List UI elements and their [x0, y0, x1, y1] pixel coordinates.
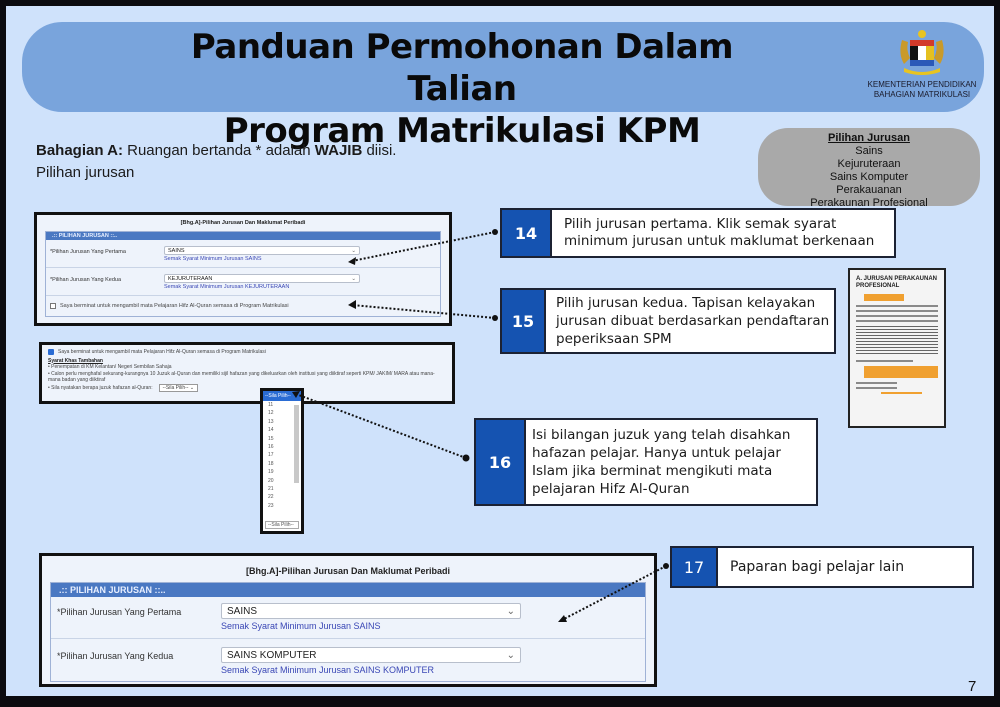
intro-subtitle: Pilihan jurusan: [36, 164, 135, 181]
first-choice-requirements-link[interactable]: Semak Syarat Minimum Jurusan SAINS: [164, 256, 262, 262]
dropdown-option[interactable]: 20: [268, 477, 274, 484]
intro-text: Bahagian A: Ruangan bertanda * adalah WA…: [36, 140, 396, 184]
juzuk-row: • Sila nyatakan berapa juzuk hafazan al-…: [48, 383, 446, 392]
callout-text: Isi bilangan juzuk yang telah disahkan h…: [532, 427, 791, 497]
slide-page: Panduan Permohonan Dalam Talian Program …: [6, 6, 994, 696]
form-heading: [Bhg.A]-Pilihan Jurusan Dan Maklumat Per…: [245, 566, 451, 576]
dropdown-option[interactable]: 16: [268, 443, 274, 450]
hifz-checkbox-row: Saya berminat untuk mengambil mata Pelaj…: [46, 296, 440, 316]
callout-text: Paparan bagi pelajar lain: [730, 559, 905, 575]
callout-number: 14: [502, 210, 552, 256]
ministry-label: KEMENTERIAN PENDIDIKAN BAHAGIAN MATRIKUL…: [867, 80, 977, 99]
second-choice-label: *Pilihan Jurusan Yang Kedua: [57, 651, 174, 661]
form-row-second-choice: *Pilihan Jurusan Yang Kedua KEJURUTERAAN…: [46, 268, 440, 296]
dropdown-selected-option[interactable]: --Sila Pilih--: [263, 391, 301, 401]
callout-17: 17 Paparan bagi pelajar lain: [670, 546, 974, 588]
callout-number: 15: [502, 290, 546, 352]
dropdown-option[interactable]: 12: [268, 410, 274, 417]
jurusan-list-title: Pilihan Jurusan: [828, 132, 910, 144]
chevron-down-icon: ⌄: [351, 247, 356, 254]
second-choice-label: *Pilihan Jurusan Yang Kedua: [50, 277, 122, 283]
dropdown-option[interactable]: 19: [268, 469, 274, 476]
form-section-bar: .:: PILIHAN JURUSAN ::..: [46, 232, 440, 240]
callout-text: Pilih jurusan kedua. Tapisan kelayakan j…: [556, 295, 830, 347]
malaysia-coat-of-arms-icon: [900, 30, 944, 75]
first-choice-label: *Pilihan Jurusan Yang Pertama: [50, 249, 126, 255]
callout-number: 16: [476, 420, 526, 504]
callout-14: 14 Pilih jurusan pertama. Klik semak sya…: [500, 208, 896, 258]
chevron-down-icon: ⌄: [351, 275, 356, 282]
dropdown-scrollbar[interactable]: [294, 405, 299, 483]
jurusan-item: Perakaunan Profesional: [810, 197, 928, 209]
first-choice-select[interactable]: SAINS⌄: [221, 603, 521, 619]
dropdown-option[interactable]: 17: [268, 452, 274, 459]
form-row-second-choice: *Pilihan Jurusan Yang Kedua SAINS KOMPUT…: [51, 639, 645, 681]
callout-16: 16 Isi bilangan juzuk yang telah disahka…: [474, 418, 818, 506]
first-choice-select[interactable]: SAINS⌄: [164, 246, 360, 255]
brochure-title: A. JURUSAN PERAKAUNAN PROFESIONAL: [856, 276, 938, 289]
jurusan-list-pill: Pilihan Jurusan Sains Kejuruteraan Sains…: [758, 128, 980, 209]
first-choice-requirements-link[interactable]: Semak Syarat Minimum Jurusan SAINS: [221, 621, 381, 631]
second-choice-requirements-link[interactable]: Semak Syarat Minimum Jurusan KEJURUTERAA…: [164, 284, 290, 290]
form-screenshot-2: Saya berminat untuk mengambil mata Pelaj…: [39, 342, 455, 404]
form-row-first-choice: *Pilihan Jurusan Yang Pertama SAINS⌄ Sem…: [51, 597, 645, 639]
juzuk-dropdown-list[interactable]: --Sila Pilih-- 11 12 13 14 15 16 17 18 1…: [260, 388, 304, 534]
form-heading: [Bhg.A]-Pilihan Jurusan Dan Maklumat Per…: [180, 220, 306, 226]
callout-number: 17: [672, 548, 718, 586]
jurusan-item: Sains Komputer: [829, 171, 909, 183]
juzuk-prompt: Sila nyatakan berapa juzuk hafazan al-Qu…: [51, 384, 153, 391]
dropdown-option[interactable]: 15: [268, 435, 274, 442]
hifz-checkbox-label: Saya berminat untuk mengambil mata Pelaj…: [58, 349, 266, 355]
dropdown-option[interactable]: 21: [268, 485, 274, 492]
page-number: 7: [968, 678, 977, 695]
dropdown-option[interactable]: 11: [268, 402, 274, 408]
jurusan-item: Sains: [855, 145, 883, 157]
callout-15: 15 Pilih jurusan kedua. Tapisan kelayaka…: [500, 288, 836, 354]
requirement-bullet: • Penempatan di KM Kelantan/ Negeri Semb…: [48, 364, 172, 370]
page-title: Panduan Permohonan Dalam Talian Program …: [190, 27, 734, 151]
form-section-bar: .:: PILIHAN JURUSAN ::..: [51, 583, 645, 597]
dropdown-option[interactable]: 22: [268, 494, 274, 501]
dropdown-footer-select[interactable]: --Sila Pilih--: [265, 521, 299, 529]
special-requirements-heading: Syarat Khas Tambahan: [48, 357, 103, 364]
form-screenshot-1: [Bhg.A]-Pilihan Jurusan Dan Maklumat Per…: [34, 212, 452, 326]
juzuk-select[interactable]: --Sila Pilih-- ⌄: [158, 383, 199, 392]
requirement-bullet: • Calon perlu menghafal sekurang-kurangn…: [48, 370, 435, 384]
second-choice-select[interactable]: SAINS KOMPUTER⌄: [221, 647, 521, 663]
jurusan-item: Perakauanan: [836, 184, 902, 196]
form-screenshot-3: [Bhg.A]-Pilihan Jurusan Dan Maklumat Per…: [39, 553, 657, 687]
hifz-checkbox[interactable]: [50, 303, 56, 309]
section-label: Bahagian A:: [36, 142, 123, 159]
hifz-checkbox-row: Saya berminat untuk mengambil mata Pelaj…: [48, 349, 446, 356]
second-choice-requirements-link[interactable]: Semak Syarat Minimum Jurusan SAINS KOMPU…: [221, 665, 435, 675]
dropdown-option[interactable]: 14: [268, 427, 274, 434]
hifz-checkbox-label: Saya berminat untuk mengambil mata Pelaj…: [60, 303, 289, 309]
dropdown-option[interactable]: 13: [268, 418, 274, 425]
chevron-down-icon: ⌄: [506, 649, 515, 661]
jurusan-item: Kejuruteraan: [837, 158, 901, 170]
mandatory-emphasis: WAJIB: [314, 142, 363, 159]
dropdown-option[interactable]: 23: [268, 502, 274, 509]
hifz-checkbox-checked[interactable]: [48, 349, 54, 356]
form-row-first-choice: *Pilihan Jurusan Yang Pertama SAINS⌄ Sem…: [46, 240, 440, 268]
header-banner: Panduan Permohonan Dalam Talian Program …: [22, 22, 984, 151]
brochure-thumbnail: A. JURUSAN PERAKAUNAN PROFESIONAL: [848, 268, 946, 428]
chevron-down-icon: ⌄: [506, 605, 515, 617]
first-choice-label: *Pilihan Jurusan Yang Pertama: [57, 607, 182, 617]
callout-text: Pilih jurusan pertama. Klik semak syarat…: [564, 216, 875, 249]
second-choice-select[interactable]: KEJURUTERAAN⌄: [164, 274, 360, 283]
dropdown-option[interactable]: 18: [268, 460, 274, 467]
